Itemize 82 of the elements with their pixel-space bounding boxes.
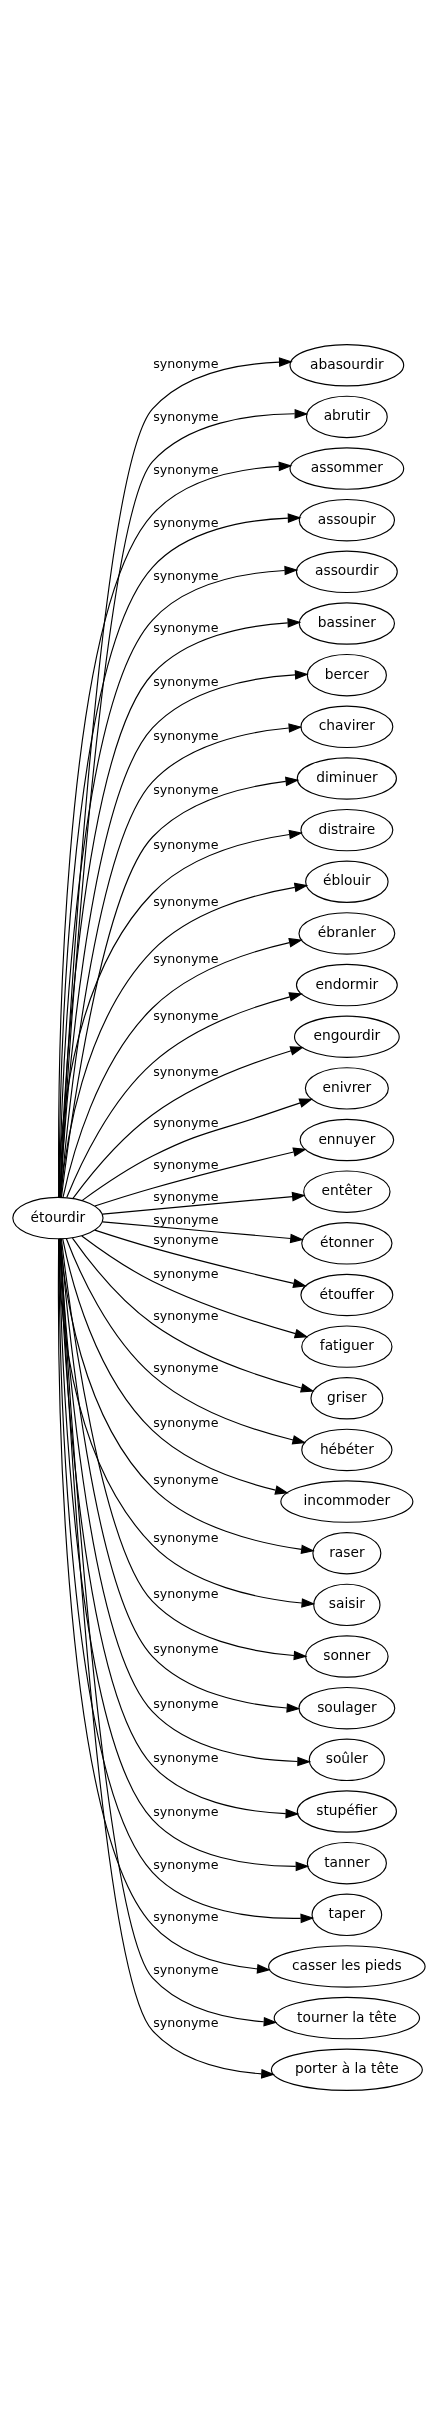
node-ellipse: sonner (305, 1635, 389, 1678)
edge-label: synonyme (153, 1308, 219, 1323)
edge-label: synonyme (153, 1188, 219, 1204)
node-ellipse: raser (312, 1532, 382, 1575)
node-ellipse: abrutir (305, 395, 388, 439)
arrow (94, 1147, 307, 1207)
node-ellipse: casser les pieds (268, 1945, 426, 1988)
node-ellipse: étouffer (300, 1273, 394, 1317)
arrow (62, 1238, 289, 1495)
node-ellipse: griser (310, 1377, 384, 1420)
edge-label: synonyme (153, 1232, 219, 1248)
node-ellipse: entêter (303, 1170, 391, 1213)
node-ellipse: soûler (308, 1738, 386, 1782)
edge-label: synonyme (153, 356, 219, 372)
edge-label: synonyme (153, 1749, 219, 1765)
node-ellipse: incommoder (280, 1480, 414, 1523)
node-ellipse: assourdir (295, 550, 398, 594)
arrow (94, 1229, 307, 1288)
node-ellipse: diminuer (296, 757, 397, 800)
edge-label: synonyme (153, 1472, 219, 1488)
node-ellipse: hébéter (301, 1428, 393, 1472)
edge-label: synonyme (153, 1909, 219, 1925)
arrow (65, 1238, 307, 1445)
node-ellipse: assoupir (298, 498, 396, 542)
arrow (102, 1191, 306, 1215)
arrow (102, 1221, 304, 1244)
arrow (62, 937, 303, 1198)
arrow (59, 882, 309, 1198)
edge-label: synonyme (153, 2015, 219, 2031)
node-ellipse: éblouir (305, 860, 389, 903)
node-ellipse: porter à la tête (270, 2048, 423, 2091)
node-ellipse: ennuyer (299, 1118, 395, 1162)
arrow (81, 1235, 309, 1339)
node-ellipse: ébranler (298, 912, 396, 955)
edge-label: synonyme (153, 951, 219, 967)
node-ellipse: tourner la tête (273, 1996, 421, 2040)
edge-label: synonyme (153, 1962, 219, 1978)
edge-label: synonyme (153, 1211, 219, 1227)
arrow (81, 1098, 314, 1201)
arrow (72, 1046, 304, 1199)
edge-label: synonyme (153, 514, 219, 530)
node-ellipse: étourdir (12, 1196, 104, 1240)
node-ellipse: assommer (289, 447, 405, 490)
edge-label: synonyme (153, 674, 219, 690)
edge-label: synonyme (153, 782, 219, 798)
edge-label: synonyme (153, 1265, 219, 1281)
edge-label: synonyme (153, 1585, 219, 1601)
node-ellipse: distraire (300, 808, 394, 852)
edge-label: synonyme (153, 620, 219, 636)
edge-label: synonyme (153, 1856, 219, 1872)
edge-label: synonyme (153, 1063, 219, 1079)
node-ellipse: chavirer (300, 705, 394, 749)
edge-label: synonyme (153, 1803, 219, 1819)
edge-label: synonyme (153, 409, 219, 425)
node-ellipse: étonner (301, 1222, 393, 1265)
edge-label: synonyme (153, 462, 219, 478)
edge-label: synonyme (153, 1414, 219, 1430)
node-ellipse: abasourdir (289, 344, 405, 387)
node-ellipse: saisir (313, 1583, 381, 1627)
edge-label: synonyme (153, 1156, 219, 1172)
edge-label: synonyme (153, 1695, 219, 1711)
arrow (71, 1237, 315, 1393)
arrow (66, 992, 303, 1198)
edge-label: synonyme (153, 567, 219, 583)
node-ellipse: stupéfier (296, 1790, 397, 1833)
edge-label: synonyme (153, 728, 219, 744)
node-ellipse: endormir (295, 963, 398, 1007)
edge-label: synonyme (153, 1640, 219, 1656)
node-ellipse: enivrer (304, 1067, 389, 1110)
node-ellipse: taper (311, 1893, 383, 1937)
edge-label: synonyme (153, 1008, 219, 1024)
node-ellipse: soulager (298, 1686, 396, 1730)
edge-label: synonyme (153, 1115, 219, 1131)
node-ellipse: fatiguer (301, 1325, 393, 1368)
edge-label: synonyme (153, 1529, 219, 1545)
edge-label: synonyme (153, 1359, 219, 1375)
node-ellipse: engourdir (293, 1015, 400, 1058)
node-ellipse: tanner (306, 1841, 387, 1885)
edge-label: synonyme (153, 893, 219, 909)
node-ellipse: bercer (306, 653, 387, 697)
node-ellipse: bassiner (298, 602, 396, 645)
edge-label: synonyme (153, 837, 219, 853)
